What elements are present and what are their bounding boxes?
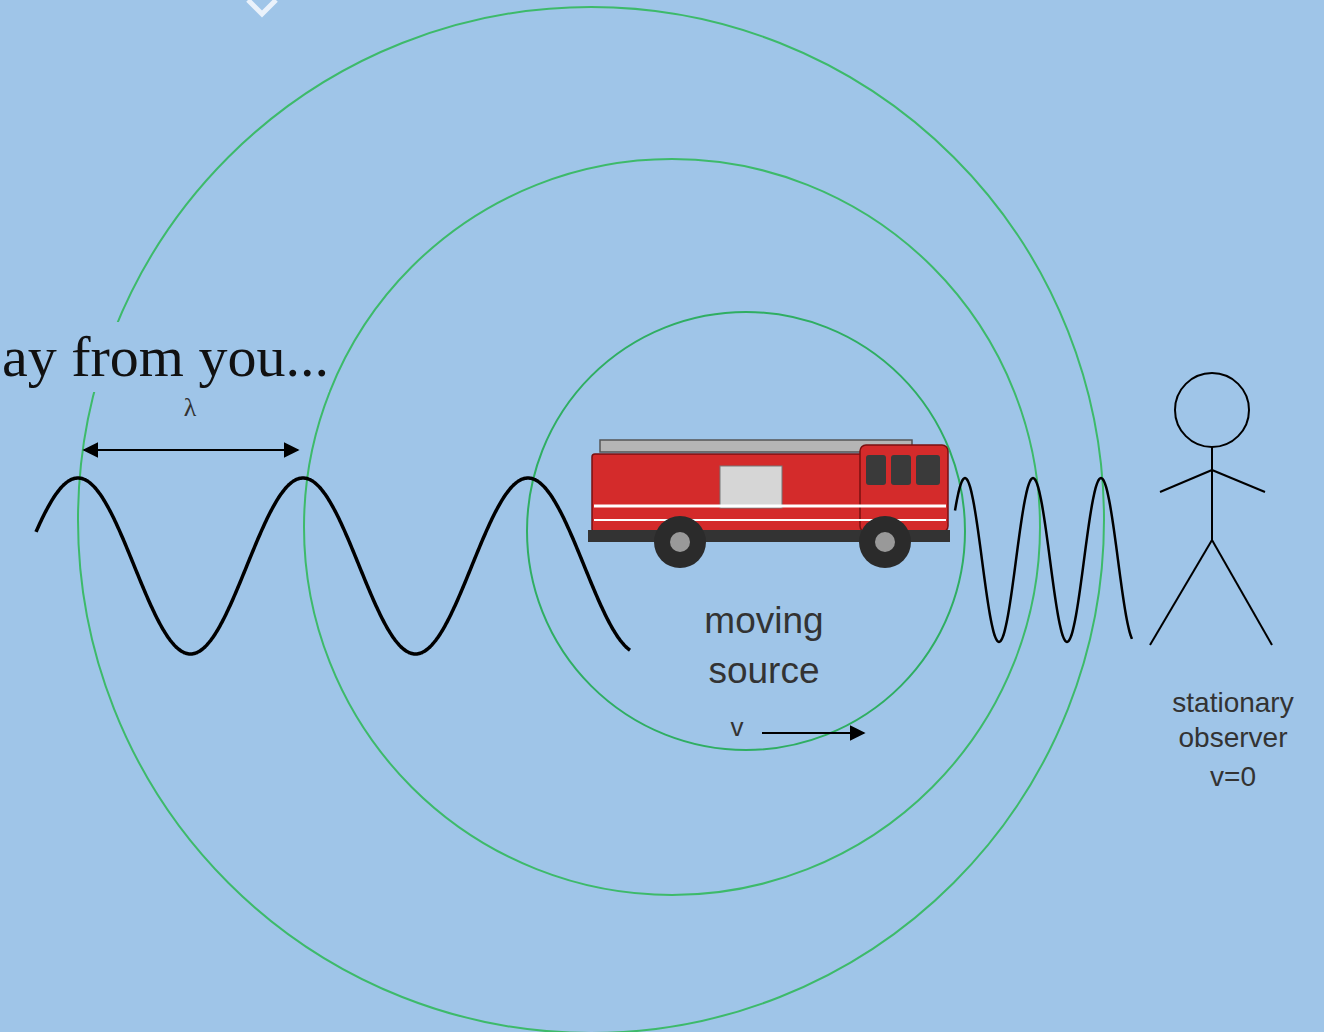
wavelength-arrow <box>84 449 298 451</box>
wavefront-circle <box>78 7 1104 1032</box>
sound-wave <box>36 478 1132 654</box>
arm <box>1212 470 1265 492</box>
hub <box>670 532 690 552</box>
velocity-arrow <box>762 732 864 734</box>
stripe <box>594 505 946 508</box>
wavelength-symbol: λ <box>160 392 220 423</box>
fire-truck <box>588 440 950 568</box>
observer-label: stationary observer <box>1153 685 1313 755</box>
observer-velocity: v=0 <box>1193 760 1273 794</box>
compartment <box>720 466 782 508</box>
wheel <box>859 516 911 568</box>
window <box>866 455 886 485</box>
hub <box>875 532 895 552</box>
wave-short <box>955 478 1132 642</box>
leg <box>1212 540 1272 645</box>
wavefront-circle <box>527 312 965 750</box>
cropped-arrow <box>248 0 276 14</box>
body <box>1211 447 1213 540</box>
wave-long <box>36 478 630 654</box>
leg <box>1150 540 1212 645</box>
window <box>891 455 911 485</box>
velocity-label: v <box>722 712 752 743</box>
heading: ay from you... <box>2 322 329 392</box>
stick-figure <box>1150 373 1272 645</box>
head <box>1175 373 1249 447</box>
source-label: moving source <box>679 596 849 696</box>
wheel <box>654 516 706 568</box>
arm <box>1160 470 1212 492</box>
wavefront-circle <box>304 159 1040 895</box>
window <box>916 455 940 485</box>
